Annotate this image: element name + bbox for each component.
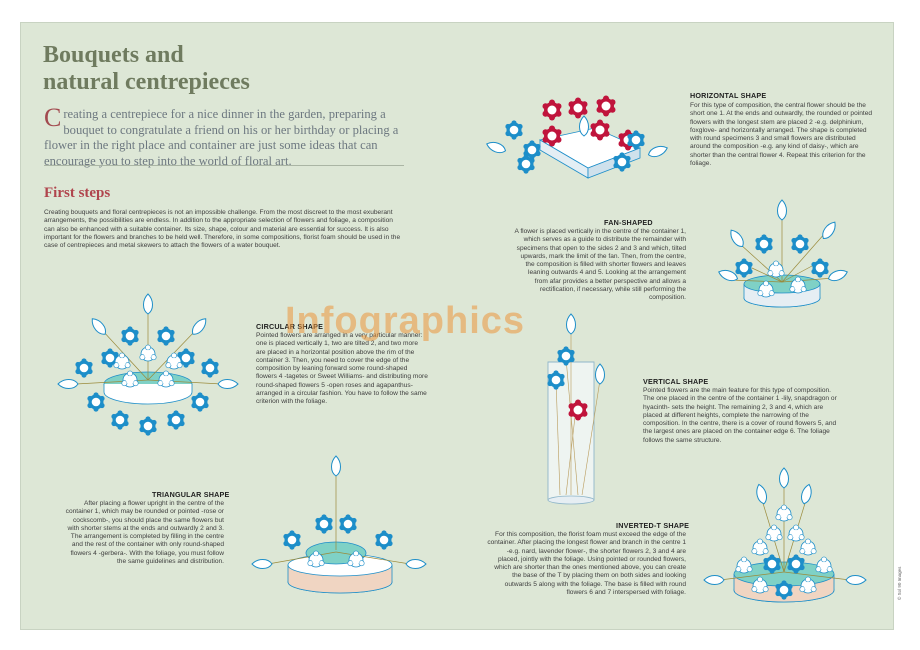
poster-frame xyxy=(20,22,894,630)
first-steps-heading: First steps xyxy=(44,185,111,201)
first-steps-text: Creating bouquets and floral centrepiece… xyxy=(44,209,401,250)
title-line-2: natural centrepieces xyxy=(43,69,250,95)
circular-title: CIRCULAR SHAPE xyxy=(256,322,324,331)
image-credit: © Sol 90 Images xyxy=(897,566,902,600)
watermark: Infographics xyxy=(285,300,526,342)
intro-divider xyxy=(44,165,404,166)
circular-arrangement xyxy=(57,293,239,436)
poster-title: Bouquets and natural centrepieces xyxy=(43,42,383,96)
horizontal-arrangement xyxy=(484,95,670,179)
poster-background xyxy=(20,22,894,630)
inverted-t-arrangement xyxy=(703,467,867,603)
horizontal-title: HORIZONTAL SHAPE xyxy=(690,91,767,100)
circular-text: Pointed flowers are arranged in a very p… xyxy=(256,332,428,406)
vertical-arrangement xyxy=(547,313,605,505)
title-line-1: Bouquets and xyxy=(43,42,184,68)
fan-arrangement xyxy=(716,199,850,308)
triangular-arrangement xyxy=(251,455,427,594)
inverted-t-title: INVERTED-T SHAPE xyxy=(616,521,690,530)
triangular-title: TRIANGULAR SHAPE xyxy=(152,490,230,499)
triangular-text: After placing a flower upright in the ce… xyxy=(65,500,224,566)
fan-text: A flower is placed vertically in the cen… xyxy=(514,228,686,302)
intro-text: reating a centrepiece for a nice dinner … xyxy=(44,107,399,168)
inverted-t-text: For this composition, the florist foam m… xyxy=(487,531,686,597)
fan-title: FAN-SHAPED xyxy=(604,218,653,227)
vertical-text: Pointed flowers are the main feature for… xyxy=(643,387,837,444)
vertical-title: VERTICAL SHAPE xyxy=(643,377,709,386)
horizontal-text: For this type of composition, the centra… xyxy=(690,102,873,168)
intro-dropcap: C xyxy=(44,103,62,132)
